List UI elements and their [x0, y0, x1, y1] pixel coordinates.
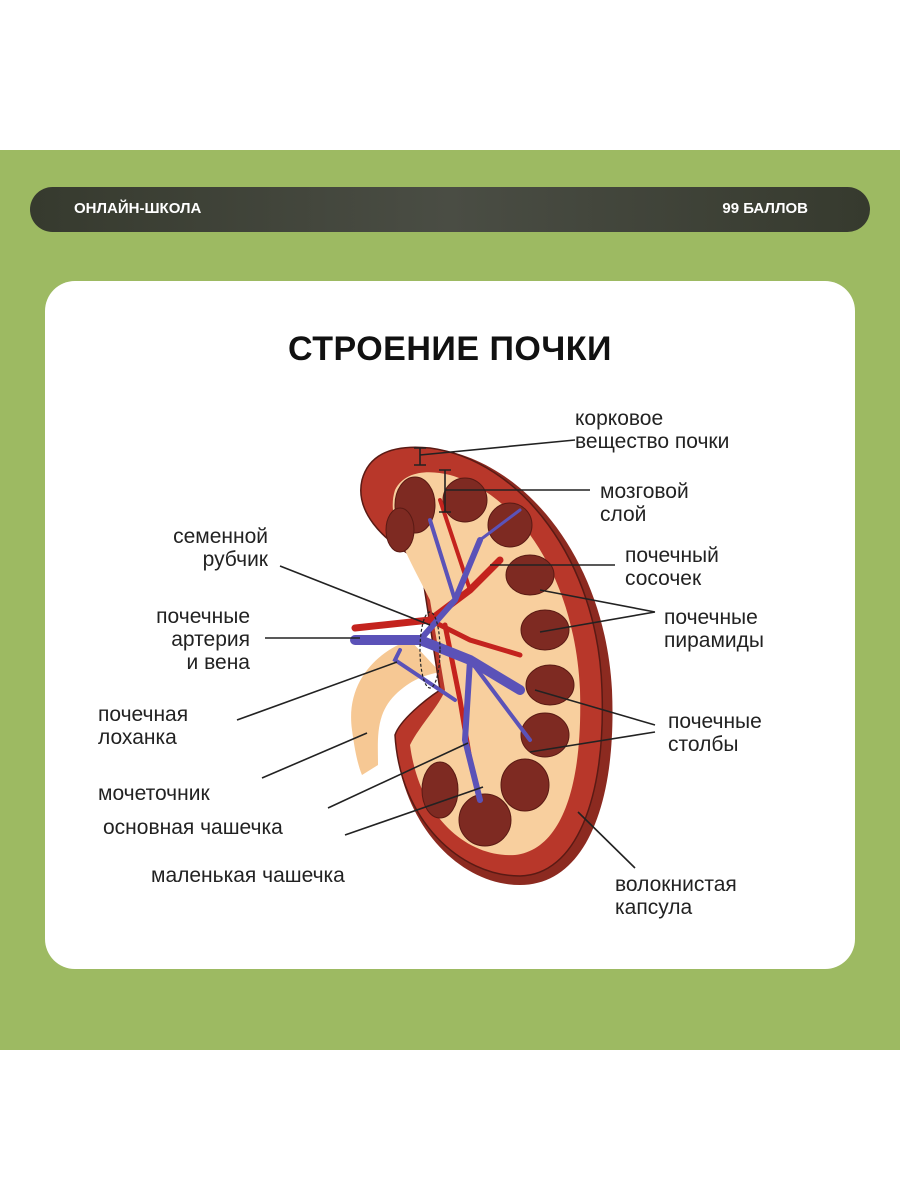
label-minor-calyx: маленькая чашечка — [151, 864, 345, 887]
label-major-calyx: основная чашечка — [103, 816, 283, 839]
renal-sinus-outline — [419, 611, 441, 689]
brand-label: 99 БАЛЛОВ — [722, 200, 808, 217]
renal-pyramids — [385, 476, 575, 847]
label-ureter: мочеточник — [98, 782, 210, 805]
header-bar: ОНЛАЙН-ШКОЛА 99 БАЛЛОВ — [30, 187, 870, 232]
diagram-title: СТРОЕНИЕ ПОЧКИ — [288, 330, 612, 368]
leader-lines — [236, 439, 656, 869]
school-label: ОНЛАЙН-ШКОЛА — [74, 200, 202, 217]
renal-veins — [350, 508, 532, 803]
